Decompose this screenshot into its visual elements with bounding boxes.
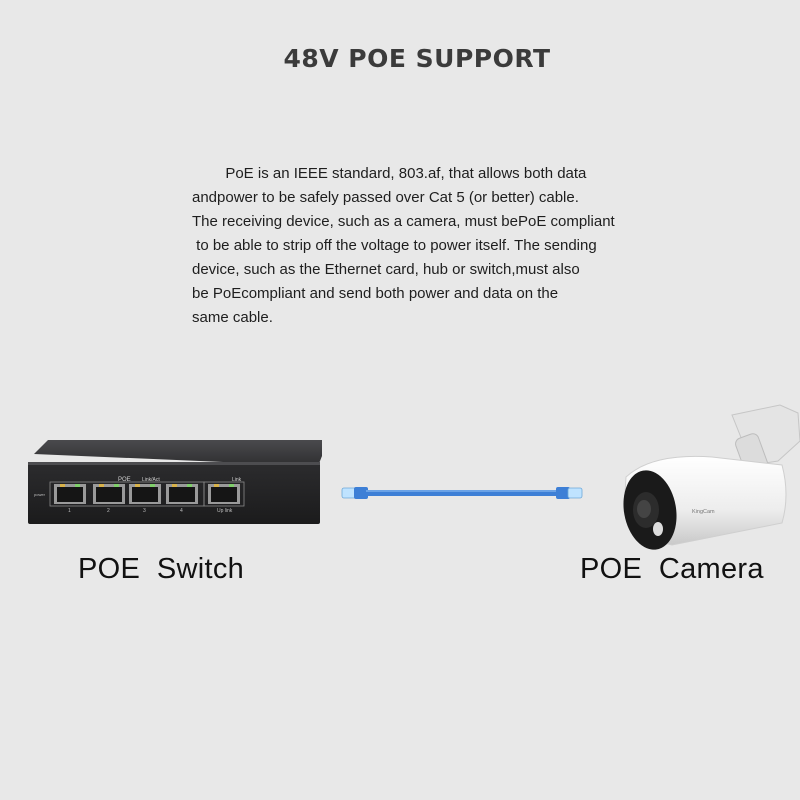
description-line: device, such as the Ethernet card, hub o… [192,261,580,278]
description-line: The receiving device, such as a camera, … [192,213,615,230]
page-title: 48V POE SUPPORT [283,44,551,73]
switch-caption: POE Switch [78,553,245,585]
camera-caption: POE Camera [580,553,764,585]
description-line: be PoEcompliant and send both power and … [192,285,559,302]
poe-camera-image: KingCam [623,404,800,550]
switch-power-label: power [34,492,46,497]
switch-uplink-label: Up link [217,508,233,514]
port-number: 1 [68,508,71,514]
switch-poe-label: POE [118,477,131,483]
port-number: 4 [180,508,183,514]
description-line: PoE is an IEEE standard, 803.af, that al… [192,165,587,182]
port-number: 2 [107,508,110,514]
ethernet-cable-image [341,487,583,499]
ethernet-port [129,484,161,504]
ethernet-port [54,484,86,504]
camera-brand-logo: KingCam [692,509,715,515]
switch-link-label: Link [232,477,242,483]
poe-description: PoE is an IEEE standard, 803.af, that al… [192,162,662,330]
ethernet-port [166,484,198,504]
description-line: same cable. [192,309,273,326]
uplink-port [208,484,240,504]
switch-link-act-label: Link/Act [142,477,160,483]
ethernet-port [93,484,125,504]
description-line: to be able to strip off the voltage to p… [192,237,597,254]
description-line: andpower to be safely passed over Cat 5 … [192,189,579,206]
port-number: 3 [143,508,146,514]
poe-switch-image: POE Link/Act Link power 1 2 3 4 Up link [28,440,322,524]
